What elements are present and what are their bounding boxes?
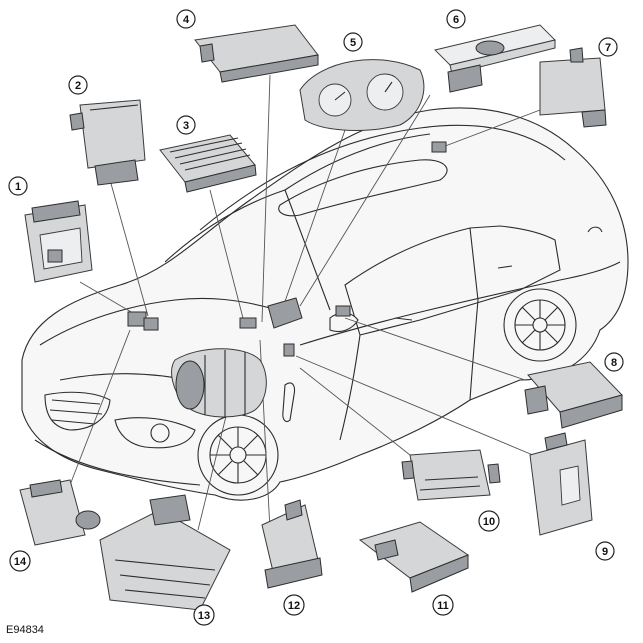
transmission: [171, 348, 267, 418]
callout-3-label: 3: [183, 120, 189, 132]
component-9-module: [529, 432, 593, 536]
callout-2-label: 2: [75, 80, 81, 92]
component-7-module: [539, 47, 607, 128]
callout-7-label: 7: [605, 42, 611, 54]
component-8-module: [524, 361, 623, 429]
callout-3: 3: [176, 115, 196, 135]
leader-lines: [69, 74, 541, 531]
module-marker-1: [127, 311, 147, 327]
component-11-module: [358, 521, 470, 593]
figure-id: E94834: [6, 624, 44, 636]
callout-7: 7: [598, 37, 618, 57]
component-1-module: [24, 200, 93, 283]
callout-12-label: 12: [288, 600, 300, 612]
callout-9-label: 9: [602, 546, 608, 558]
component-12-module: [261, 499, 323, 589]
callout-1: 1: [8, 176, 28, 196]
callout-6: 6: [446, 9, 466, 29]
component-10-connector: [401, 449, 501, 501]
component-4-module: [194, 24, 319, 83]
callout-5: 5: [343, 32, 363, 52]
callout-11: 11: [432, 594, 454, 616]
module-marker-2: [143, 317, 159, 331]
component-3-module: [159, 134, 257, 193]
callout-13-label: 13: [198, 610, 210, 622]
callout-2: 2: [68, 75, 88, 95]
callout-6-label: 6: [453, 14, 459, 26]
callout-8: 8: [604, 352, 624, 372]
component-5-instrument-cluster: [299, 59, 425, 131]
callout-11-label: 11: [437, 600, 449, 612]
callout-9: 9: [595, 541, 615, 561]
callout-10-label: 10: [483, 516, 495, 528]
module-marker-8: [335, 305, 351, 317]
callout-1-label: 1: [15, 181, 21, 193]
callout-13: 13: [193, 604, 215, 626]
callout-14-label: 14: [14, 556, 27, 568]
in-car-module-markers: [127, 141, 447, 357]
component-6-overhead-console: [434, 24, 556, 93]
component-2-module: [69, 99, 146, 186]
component-14-abs-unit: [19, 479, 101, 546]
module-marker-5: [267, 297, 303, 329]
callout-10: 10: [478, 510, 500, 532]
component-13-valve-body: [99, 494, 231, 611]
callout-5-label: 5: [350, 37, 356, 49]
callout-4-label: 4: [183, 14, 190, 26]
callouts: 1 2 3 4 5 6 7 8 9 10 11 12 13 14: [8, 9, 624, 626]
callout-8-label: 8: [611, 357, 617, 369]
module-marker-7: [431, 141, 447, 153]
car-outline: [21, 107, 629, 501]
module-marker-9: [283, 343, 295, 357]
callout-12: 12: [283, 594, 305, 616]
module-marker-3: [239, 317, 257, 329]
callout-4: 4: [176, 9, 196, 29]
callout-14: 14: [9, 550, 31, 572]
